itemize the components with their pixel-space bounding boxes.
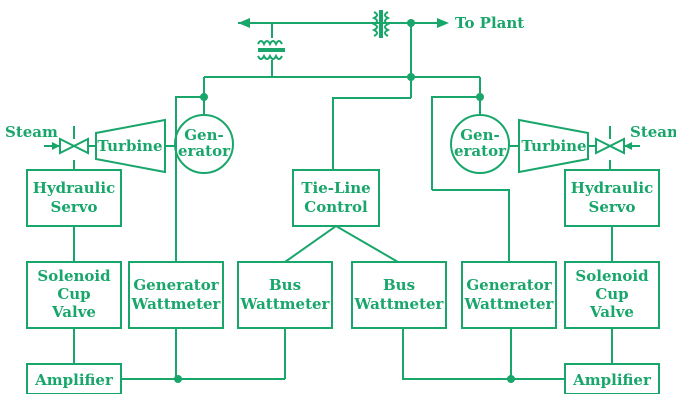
tie-line-line1: Tie-Line bbox=[301, 179, 370, 197]
left-steam-arrow-icon bbox=[52, 142, 60, 150]
bus-wattmeter-right-line1: Bus bbox=[383, 276, 415, 294]
left-hydraulic-line1: Hydraulic bbox=[33, 179, 115, 197]
right-gen-wattmeter-line2: Wattmeter bbox=[464, 295, 555, 313]
to-plant-label: To Plant bbox=[455, 14, 524, 32]
left-amplifier-label: Amplifier bbox=[34, 371, 114, 389]
right-solenoid-line3: Valve bbox=[589, 303, 634, 321]
right-turbine-label: Turbine bbox=[521, 137, 586, 155]
left-amplifier bbox=[26, 363, 122, 394]
left-turbine-label: Turbine bbox=[97, 137, 162, 155]
top-transformer-icon bbox=[371, 10, 391, 38]
left-gen-wattmeter-line2: Wattmeter bbox=[131, 295, 222, 313]
left-solenoid-valve bbox=[26, 261, 122, 329]
left-hydraulic-line2: Servo bbox=[51, 198, 98, 216]
right-unit: Gen- erator Turbine Steam Hydraulic Serv… bbox=[402, 108, 676, 394]
right-steam-label: Steam bbox=[630, 123, 676, 141]
bus-wattmeter-left bbox=[237, 261, 333, 329]
right-gen-wattmeter-line1: Generator bbox=[466, 276, 552, 294]
left-steam-label: Steam bbox=[5, 123, 58, 141]
left-generator-line2: erator bbox=[178, 142, 231, 160]
bus-wattmeter-left-line2: Wattmeter bbox=[240, 295, 331, 313]
right-hydraulic-line2: Servo bbox=[589, 198, 636, 216]
right-hydraulic-servo bbox=[564, 169, 660, 227]
left-steam-valve-icon bbox=[59, 126, 89, 155]
left-gen-wattmeter-line1: Generator bbox=[133, 276, 219, 294]
center-unit: Tie-Line Control Bus Wattmeter Bus Wattm… bbox=[237, 169, 447, 329]
right-solenoid-valve bbox=[564, 261, 660, 329]
right-generator bbox=[450, 114, 510, 174]
left-unit: Steam Turbine Gen- erator Hydraulic Serv… bbox=[5, 108, 286, 394]
right-solenoid-line2: Cup bbox=[595, 285, 628, 303]
right-steam-valve-icon bbox=[595, 126, 625, 155]
bus-wattmeter-left-line1: Bus bbox=[269, 276, 301, 294]
right-generator-line1: Gen- bbox=[460, 126, 500, 144]
right-amplifier-label: Amplifier bbox=[572, 371, 652, 389]
right-generator-wattmeter bbox=[461, 261, 557, 329]
to-plant-arrow-icon bbox=[437, 18, 449, 28]
left-solenoid-line2: Cup bbox=[57, 285, 90, 303]
bus-wattmeter-right-line2: Wattmeter bbox=[354, 295, 445, 313]
left-solenoid-line3: Valve bbox=[51, 303, 96, 321]
left-turbine bbox=[95, 118, 166, 174]
top-network: To Plant bbox=[175, 10, 524, 170]
tie-line-line2: Control bbox=[304, 198, 368, 216]
left-generator-line1: Gen- bbox=[184, 126, 224, 144]
left-hydraulic-servo bbox=[26, 169, 122, 227]
right-turbine bbox=[518, 118, 589, 174]
bus-wattmeter-right bbox=[351, 261, 447, 329]
shunt-transformer-icon bbox=[257, 40, 285, 60]
left-solenoid-line1: Solenoid bbox=[37, 267, 111, 285]
left-arrow-icon bbox=[238, 18, 250, 28]
left-generator-wattmeter bbox=[128, 261, 224, 329]
right-steam-arrow-icon bbox=[624, 142, 632, 150]
right-generator-line2: erator bbox=[454, 142, 507, 160]
right-hydraulic-line1: Hydraulic bbox=[571, 179, 653, 197]
right-solenoid-line1: Solenoid bbox=[575, 267, 649, 285]
